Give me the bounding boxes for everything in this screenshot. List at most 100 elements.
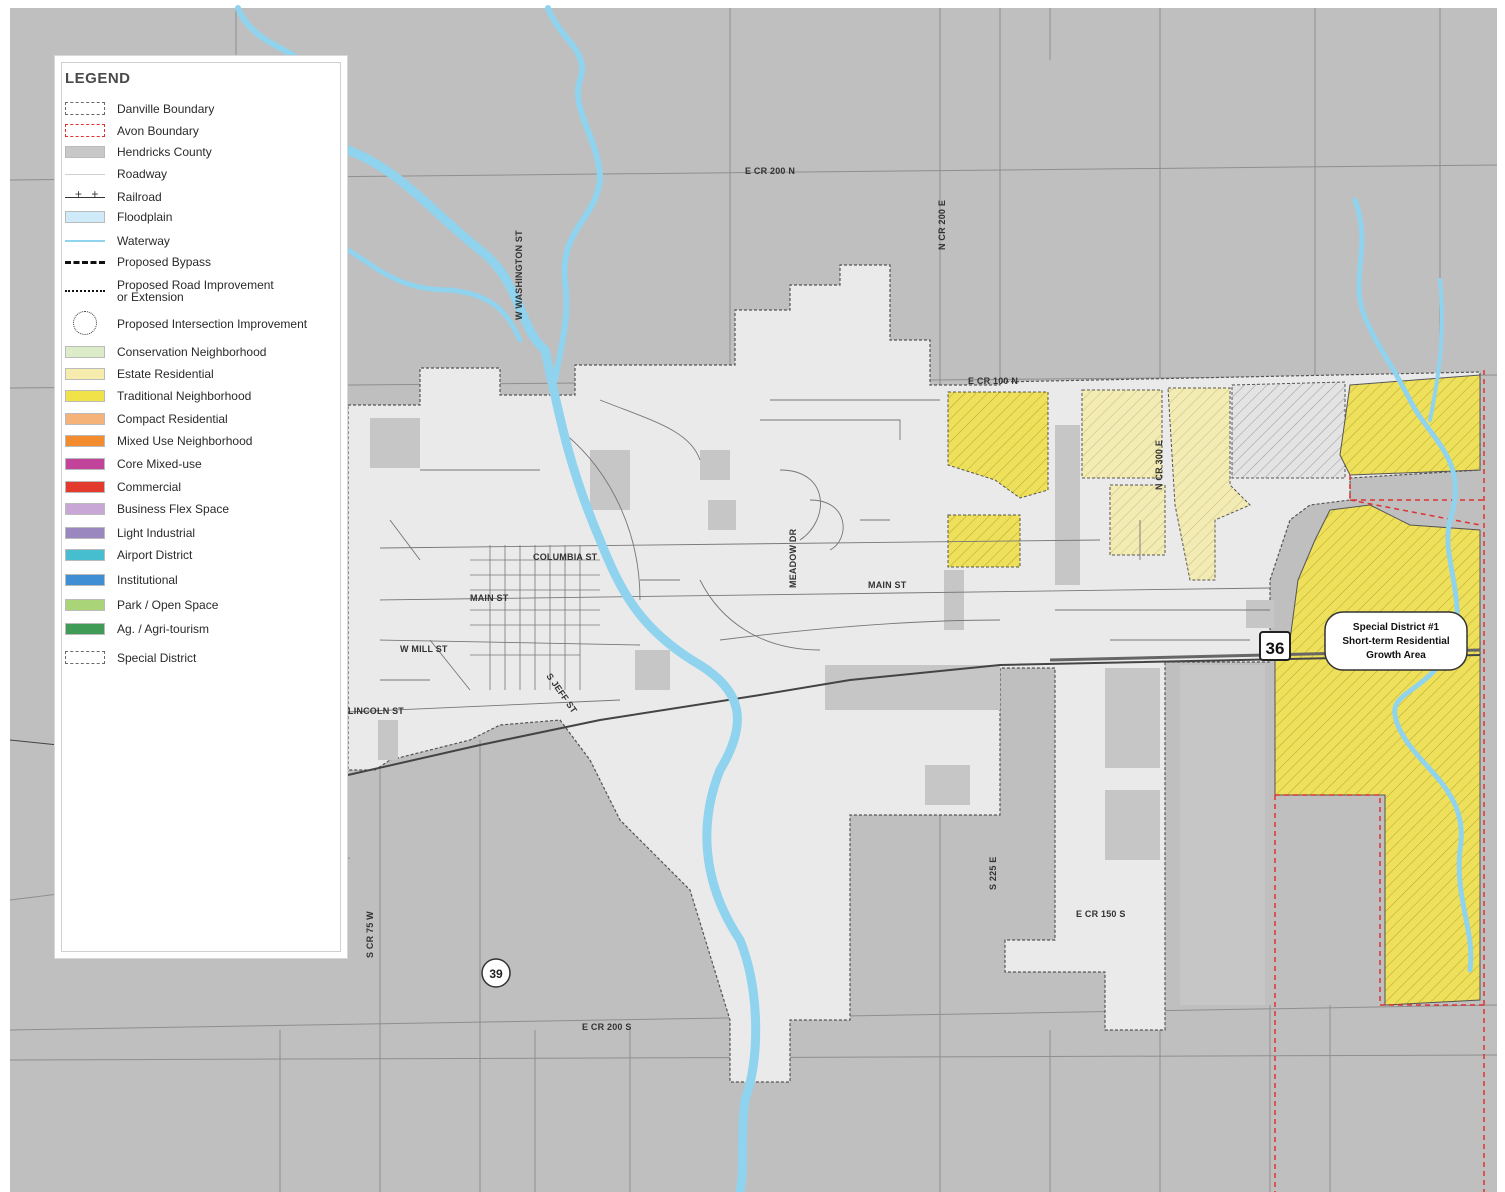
legend-item: Hendricks County [65,146,212,158]
legend-label: Commercial [117,480,182,494]
label-e-cr-150-s: E CR 150 S [1076,909,1126,919]
legend-swatch [65,368,105,380]
legend-item: Core Mixed-use [65,458,202,470]
legend-item: Proposed Intersection Improvement [65,311,307,337]
label-n-cr-200-e: N CR 200 E [937,200,947,250]
legend-swatch [65,413,105,425]
legend-swatch [65,458,105,470]
zone-estate-3 [1167,387,1251,581]
legend-label: Conservation Neighborhood [117,345,267,359]
legend-swatch [65,651,105,664]
legend-title: LEGEND [65,70,131,87]
legend-item: Traditional Neighborhood [65,390,251,402]
inholdings [370,418,1274,1005]
legend-label: Light Industrial [117,526,196,540]
legend-item: Danville Boundary [65,102,214,115]
label-main-st-east: MAIN ST [868,580,907,590]
legend-swatch [65,284,105,298]
legend-label: Proposed Intersection Improvement [117,317,308,331]
zone-special-gray [1231,381,1346,479]
legend-label: Airport District [117,548,193,562]
legend-label: Proposed Road Improvement or Extension [117,278,274,304]
legend-swatch [65,481,105,493]
town-streets [347,399,1271,713]
legend-swatch [65,311,105,337]
legend-label: Park / Open Space [117,598,219,612]
legend-swatch [65,187,105,204]
us-36-shield: 36 [1259,631,1291,661]
legend-item: Commercial [65,481,181,493]
label-main-st-west: MAIN ST [470,593,509,603]
legend-item: Estate Residential [65,368,214,380]
legend-label: Hendricks County [117,145,212,159]
legend-swatch [65,623,105,635]
legend-item: Airport District [65,549,192,561]
legend-item: Avon Boundary [65,124,199,137]
legend-swatch [65,211,105,223]
legend-swatch [65,435,105,447]
label-meadow-dr: MEADOW DR [788,528,798,588]
legend-item: Floodplain [65,211,172,223]
zone-traditional-ne [1339,374,1481,476]
label-s-225-e: S 225 E [988,857,998,890]
legend-swatch [65,124,105,137]
legend-item: Roadway [65,167,167,181]
label-e-cr-100-n: E CR 100 N [968,376,1018,386]
label-w-washington-st: W WASHINGTON ST [514,230,524,320]
waterways [235,5,1474,1192]
legend-item: Conservation Neighborhood [65,346,266,358]
legend-label: Roadway [117,167,168,181]
legend-swatch [65,549,105,561]
legend-label: Compact Residential [117,412,228,426]
label-s-cr-75-w: S CR 75 W [365,911,375,958]
callout-line-2: Short-term Residential [1342,636,1449,647]
downtown-grid [470,545,600,690]
svg-text:39: 39 [489,967,503,981]
sr-39-shield: 39 [481,958,511,988]
svg-text:36: 36 [1266,639,1285,658]
legend-item: Park / Open Space [65,599,218,611]
legend-label: Traditional Neighborhood [117,389,252,403]
label-w-mill-st: W MILL ST [400,644,448,654]
legend-label: Institutional [117,573,178,587]
label-e-cr-200-s: E CR 200 S [582,1022,632,1032]
legend-swatch [65,102,105,115]
legend-item: Ag. / Agri-tourism [65,623,209,635]
legend-swatch [65,503,105,515]
zone-estate-2 [1109,484,1166,556]
legend-label: Proposed Bypass [117,255,212,269]
legend-item: Light Industrial [65,527,195,539]
zone-traditional-1 [947,391,1049,499]
legend-swatch [65,390,105,402]
legend-swatch [65,599,105,611]
legend-label: Railroad [117,190,162,204]
legend-item: Proposed Road Improvement or Extension [65,279,274,303]
legend-swatch [65,346,105,358]
legend-label: Danville Boundary [117,101,215,116]
legend-swatch [65,146,105,158]
legend-item: Proposed Bypass [65,255,211,269]
legend-swatch [65,255,105,269]
zone-estate-1 [1081,389,1163,479]
legend-item: Institutional [65,574,178,586]
legend-swatch [65,167,105,181]
legend-label: Estate Residential [117,367,214,381]
legend-item: Mixed Use Neighborhood [65,435,252,447]
legend-label: Mixed Use Neighborhood [117,434,253,448]
legend-swatch [65,574,105,586]
callout-line-1: Special District #1 [1353,622,1440,633]
label-columbia-st: COLUMBIA ST [533,552,598,562]
legend-item: Railroad [65,187,162,204]
label-n-cr-300-e: N CR 300 E [1154,440,1164,490]
legend-label: Special District [117,650,197,665]
special-district-callout: Special District #1 Short-term Residenti… [1324,611,1468,671]
legend-label: Ag. / Agri-tourism [117,622,210,636]
legend-item: Special District [65,651,196,664]
legend-swatch [65,234,105,248]
legend-frame [61,62,341,952]
legend-swatch [65,527,105,539]
callout-line-3: Growth Area [1366,650,1426,661]
